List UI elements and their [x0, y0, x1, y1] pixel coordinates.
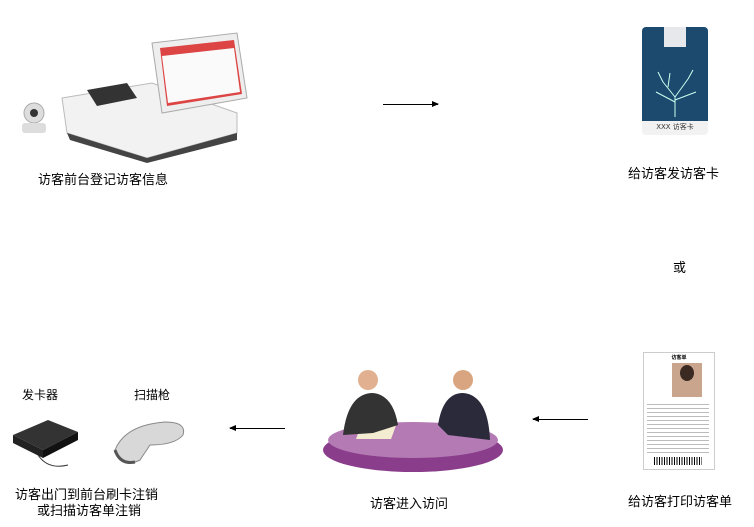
arrow-left-icon [532, 416, 588, 422]
camera-icon [22, 102, 46, 133]
visitor-card-image: XXX 访客卡 [642, 27, 708, 135]
visitor-meeting-image [323, 370, 503, 472]
barcode-icon [654, 457, 702, 465]
step-print-form-label: 给访客打印访客单 [628, 495, 733, 510]
scanner-label: 扫描枪 [134, 388, 171, 402]
form-title: 访客单 [671, 355, 687, 361]
arrow-left-icon [229, 425, 285, 431]
step-issue-card-label: 给访客发访客卡 [628, 167, 720, 182]
tree-icon [655, 69, 697, 117]
arrow-right-icon [383, 101, 439, 107]
card-issuer-label: 发卡器 [22, 388, 59, 402]
card-issuer-image [13, 420, 78, 467]
step-visit-label: 访客进入访问 [370, 497, 449, 512]
step-register-label: 访客前台登记访客信息 [38, 173, 169, 188]
or-label: 或 [673, 261, 687, 276]
registration-kiosk-image [22, 32, 248, 163]
step-checkout-label-line2: 或扫描访客单注销 [37, 504, 142, 519]
visitor-form-image: 访客单 [643, 352, 715, 470]
barcode-scanner-image [113, 421, 185, 464]
card-text: XXX 访客卡 [656, 123, 694, 131]
step-checkout-label-line1: 访客出门到前台刷卡注销 [15, 488, 159, 503]
